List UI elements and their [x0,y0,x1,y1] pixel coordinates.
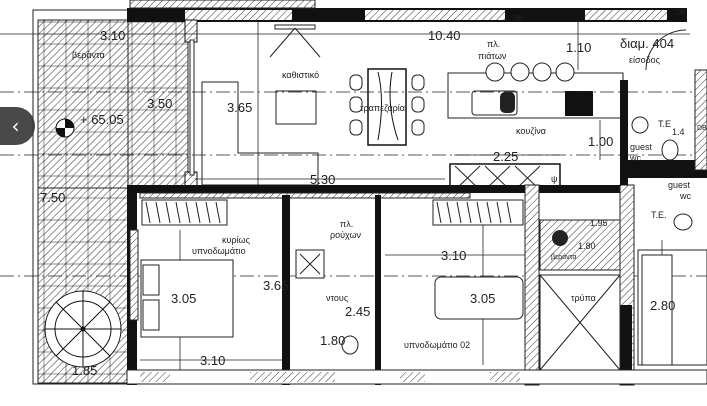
spiral-stair [44,290,122,368]
label-veranda-small: βεράντα [551,253,576,261]
level-marker-icon [55,118,75,138]
label-guest-wc-2b: wc [679,191,691,201]
dim-veranda-mid: 3.50 [147,96,172,111]
dining-table [349,68,425,146]
dim-master-height: 3.05 [171,291,196,306]
label-te-1: T.E [658,119,671,129]
label-dishwasher-1: πλ. [487,39,500,49]
label-db-3: DB [697,125,707,132]
label-bedroom2: υπνοδωμάτιο 02 [404,340,470,350]
dim-counter: 2.25 [493,149,518,164]
label-shower: ντους [326,293,349,303]
label-master-2: υπνοδωμάτιο [192,246,246,256]
dim-kitchen-top: 1.10 [566,40,591,55]
dim-veranda-height: 7.50 [40,190,65,205]
veranda-area [37,19,189,189]
dim-shower-height: 2.45 [345,304,370,319]
dim-wc-width: 1.4 [672,127,685,137]
label-db-2: DB [676,9,686,16]
dim-small-veranda-2: 1.80 [578,241,596,251]
dim-master-side: 3.65 [263,278,288,293]
dim-living-height: 3.65 [227,100,252,115]
dim-stair: 1.85 [72,363,97,378]
label-dining: τραπεζαρία [360,103,405,113]
dim-master-width: 3.10 [200,353,225,368]
chevron-left-icon: ‹ [11,114,20,138]
previous-image-button[interactable]: ‹ [0,107,35,145]
label-hole: τρύπα [571,293,596,303]
label-guest-wc-2a: guest [668,180,691,190]
dim-veranda-width: 3.10 [100,28,125,43]
label-psi: ψ [551,174,557,184]
dim-bath-width: 1.80 [320,333,345,348]
label-master-1: κυρίως [222,235,251,245]
label-washer-1: πλ. [340,219,353,229]
dim-living-width: 5.30 [310,172,335,187]
label-entrance: είσοδος [629,55,661,65]
label-db-1: DB [513,15,523,22]
bedroom2-bed [434,276,524,320]
dim-bedroom2-width: 3.10 [441,248,466,263]
label-guest-wc-1b: wc [629,153,641,163]
label-kitchen: κουζίνα [516,126,546,136]
kitchen-island [447,62,624,119]
dim-right-room: 2.80 [650,298,675,313]
dim-level: + 65.05 [80,112,124,127]
label-veranda: βεράντα [72,50,105,60]
label-te-2: T.E. [651,210,667,220]
label-dishwasher-2: πιάτων [478,51,507,61]
label-living: καθιστικό [282,70,319,80]
label-guest-wc-1a: guest [630,142,653,152]
dim-small-veranda-1: 1.95 [590,218,608,228]
dim-total-width: 10.40 [428,28,461,43]
dim-bedroom2-height: 3.05 [470,291,495,306]
dim-kitchen-bottom: 1.00 [588,134,613,149]
label-washer-2: ρούχων [330,230,362,240]
label-apartment: διαμ. 404 [620,36,674,51]
